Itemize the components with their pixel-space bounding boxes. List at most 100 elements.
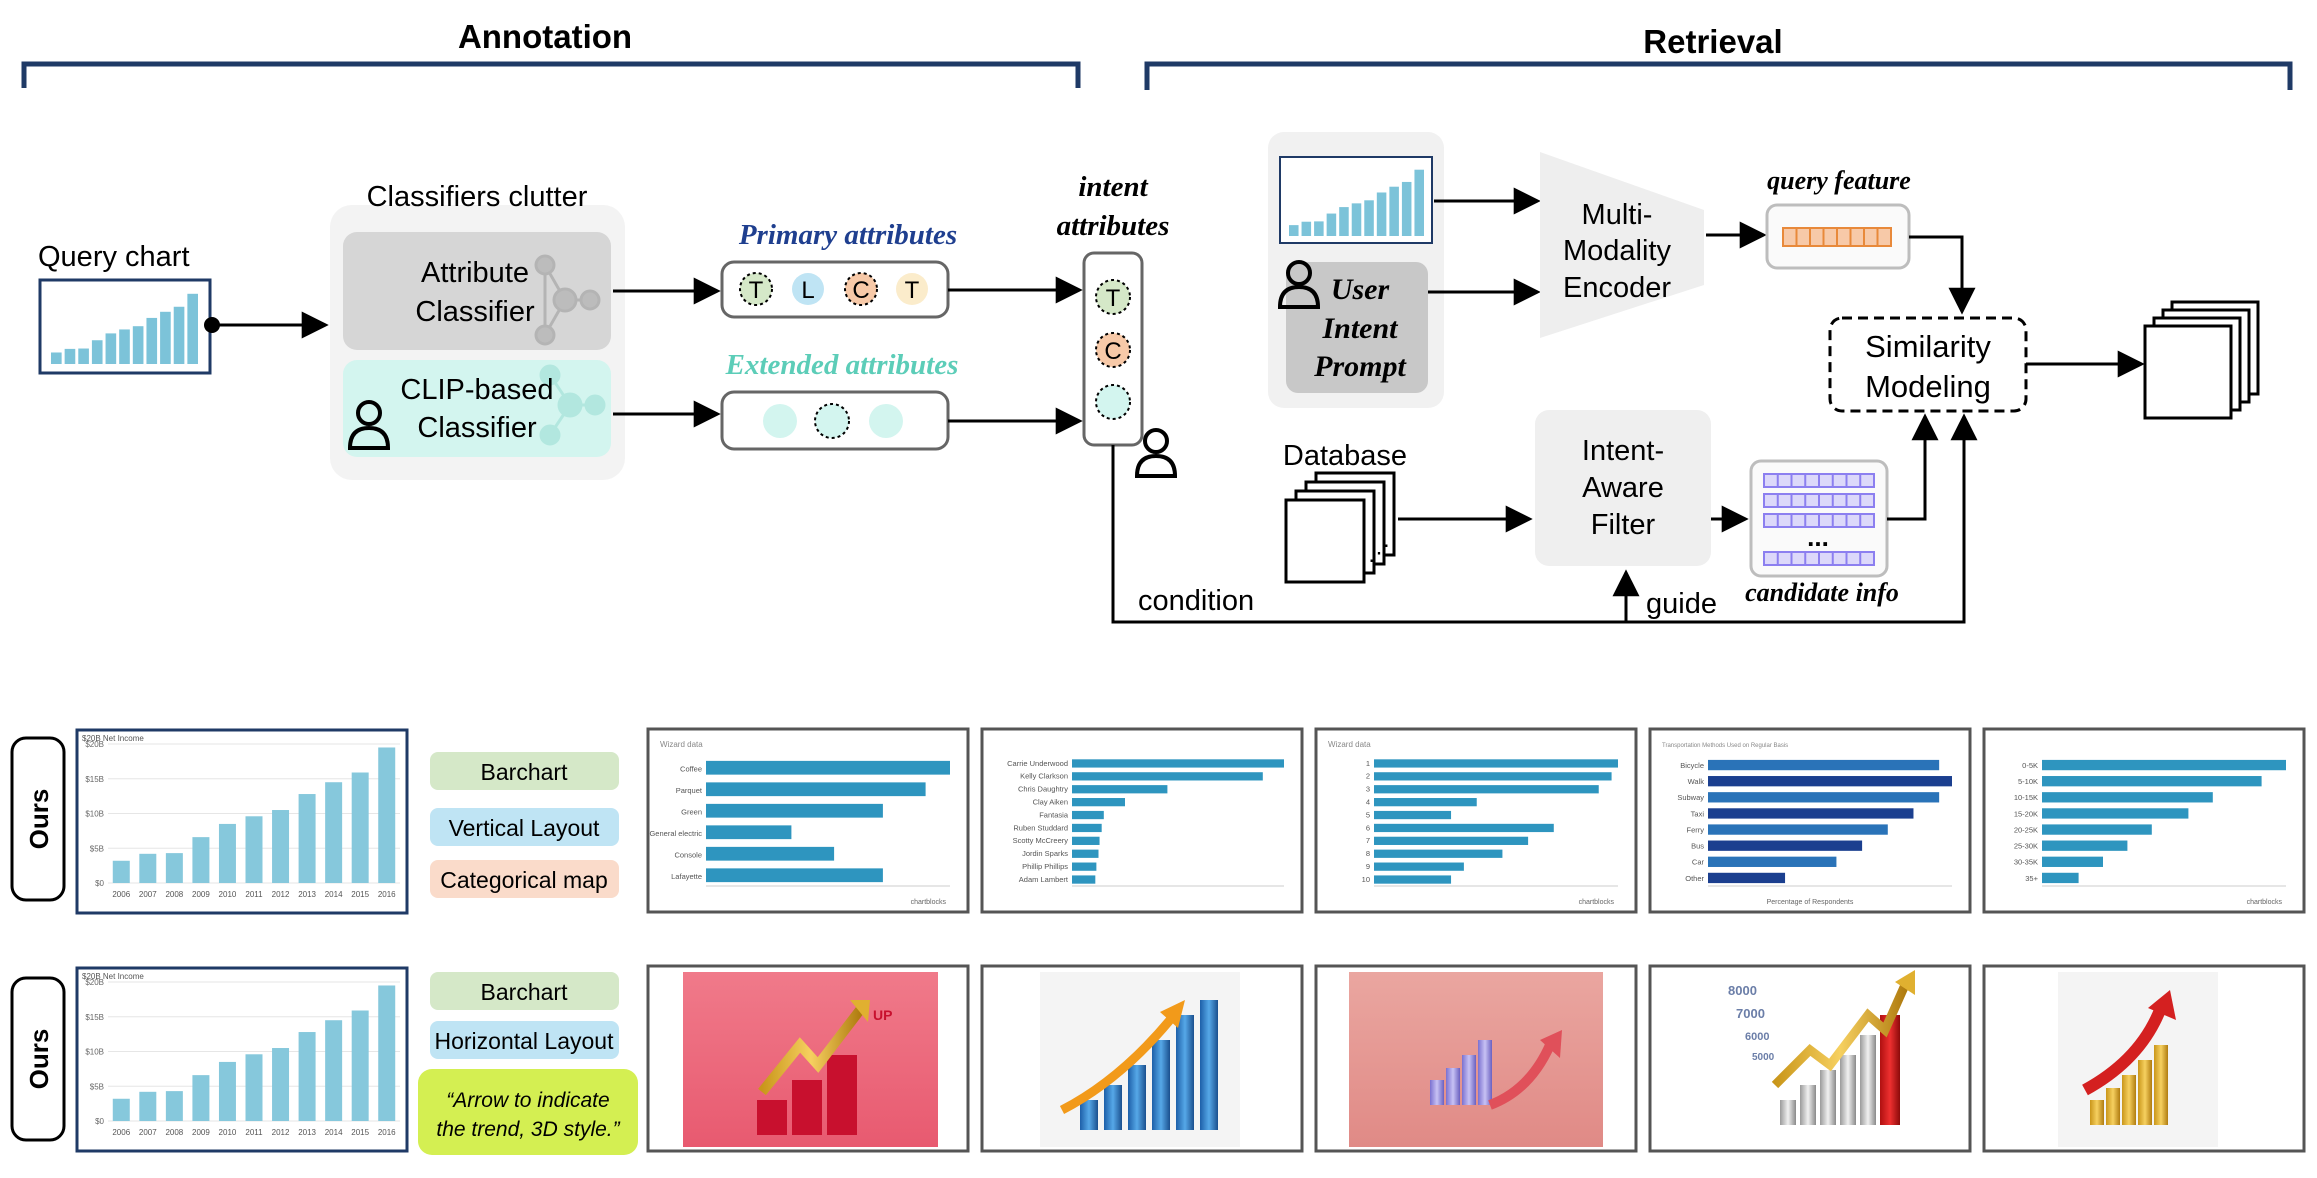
token-circle [869, 404, 903, 438]
x-tick-label: 2011 [245, 890, 263, 899]
bar [1326, 213, 1337, 236]
bar [218, 1061, 236, 1121]
bar [165, 1091, 183, 1121]
classifiers-clutter-title: Classifiers clutter [367, 181, 588, 213]
bar [245, 816, 263, 883]
bar [192, 837, 210, 883]
category-label: 2 [1366, 772, 1370, 781]
category-label: Other [1685, 874, 1704, 883]
category-label: Bicycle [1680, 761, 1704, 770]
query-feature-label: query feature [1767, 166, 1911, 195]
x-tick-label: 2015 [351, 1128, 369, 1137]
svg-text:6000: 6000 [1745, 1031, 1769, 1043]
bar [139, 853, 157, 883]
clip-classifier-line1: CLIP-based [400, 374, 553, 406]
bar [298, 794, 316, 883]
bar [1401, 181, 1412, 236]
condition-guide-line [1111, 413, 1978, 624]
bar [2042, 856, 2103, 867]
x-tick-label: 2006 [112, 890, 130, 899]
category-label: Console [674, 851, 702, 860]
bar [706, 868, 883, 883]
token-circle [1095, 384, 1131, 420]
category-label: 7 [1366, 836, 1370, 845]
tag-barchart [430, 752, 619, 790]
category-label: 25-30K [2014, 842, 2038, 851]
intent-attributes-line1: intent [1078, 171, 1148, 203]
token-circle [844, 272, 878, 306]
bar [1708, 792, 1940, 803]
x-tick-label: 2015 [351, 890, 369, 899]
bar [325, 782, 343, 883]
bar [1374, 785, 1599, 794]
y-tick-label: $10B [85, 1048, 104, 1057]
encoder-line3: Encoder [1563, 272, 1671, 304]
bar [64, 348, 76, 364]
y-tick-label: $0 [95, 1117, 104, 1126]
x-tick-label: 2011 [245, 1128, 263, 1137]
bar [1374, 798, 1477, 807]
clip-classifier-line2: Classifier [417, 412, 537, 444]
bar [1072, 759, 1284, 768]
x-tick-label: 2006 [112, 1128, 130, 1137]
category-label: 5 [1366, 810, 1370, 819]
token-circle [1095, 332, 1131, 368]
x-tick-label: 2013 [298, 890, 316, 899]
bar [2042, 808, 2189, 819]
attribute-classifier-line2: Classifier [415, 296, 535, 328]
x-tick-label: 2010 [219, 1128, 237, 1137]
bar [1072, 810, 1104, 820]
token-label: C [1104, 338, 1121, 365]
x-tick-label: 2016 [378, 1128, 396, 1137]
user-icon [1134, 428, 1178, 478]
bar [1364, 200, 1374, 236]
primary-attributes-label: Primary attributes [738, 219, 957, 251]
bar [1708, 856, 1837, 867]
token-circle [763, 404, 797, 438]
category-label: Chris Daughtry [1018, 785, 1068, 794]
retrieval-title: Retrieval [1643, 23, 1782, 60]
x-tick-label: 2013 [298, 1128, 316, 1137]
retrieved-image-1: UP [646, 964, 970, 1153]
bar [1301, 221, 1312, 236]
bar [245, 1054, 263, 1121]
database-label: Database [1283, 440, 1407, 472]
chart-footer: chartblocks [1579, 899, 1615, 906]
annotation-bracket [21, 61, 1081, 88]
category-label: Adam Lambert [1019, 875, 1069, 884]
category-label: Carrie Underwood [1007, 759, 1068, 768]
category-label: General electric [649, 829, 702, 838]
result-row-1: Ours $20B Net Income $20B$15B$10B$5B$020… [10, 728, 619, 915]
tag-horizontal-layout-label: Horizontal Layout [435, 1028, 615, 1054]
method-badge [10, 736, 66, 902]
y-tick-label: $10B [85, 810, 104, 819]
similarity-line2: Modeling [1865, 369, 1991, 404]
encoder-line1: Multi- [1582, 199, 1653, 231]
bar [1376, 192, 1387, 236]
tag-vertical-layout [430, 808, 619, 846]
bar [272, 810, 290, 883]
query-feature-box [1765, 203, 1911, 270]
primary-attributes-box: T L C T [720, 260, 950, 319]
bar [1374, 823, 1554, 833]
bar [1374, 810, 1452, 820]
chart-title: Transportation Methods Used on Regular B… [1662, 743, 1788, 749]
annotation-title: Annotation [458, 18, 632, 55]
text-prompt-line2: the trend, 3D style.” [436, 1118, 620, 1141]
x-tick-label: 2012 [272, 890, 290, 899]
category-label: 1 [1366, 759, 1370, 768]
bar [1389, 186, 1399, 236]
bar [132, 326, 144, 364]
category-label: Clay Aiken [1033, 797, 1068, 806]
query-chart-thumbnail [38, 278, 212, 375]
bar [272, 1048, 290, 1121]
bar [706, 803, 883, 818]
bar [1072, 798, 1125, 807]
bar [706, 782, 926, 797]
bar [1289, 225, 1299, 236]
token-label: T [1106, 285, 1121, 312]
